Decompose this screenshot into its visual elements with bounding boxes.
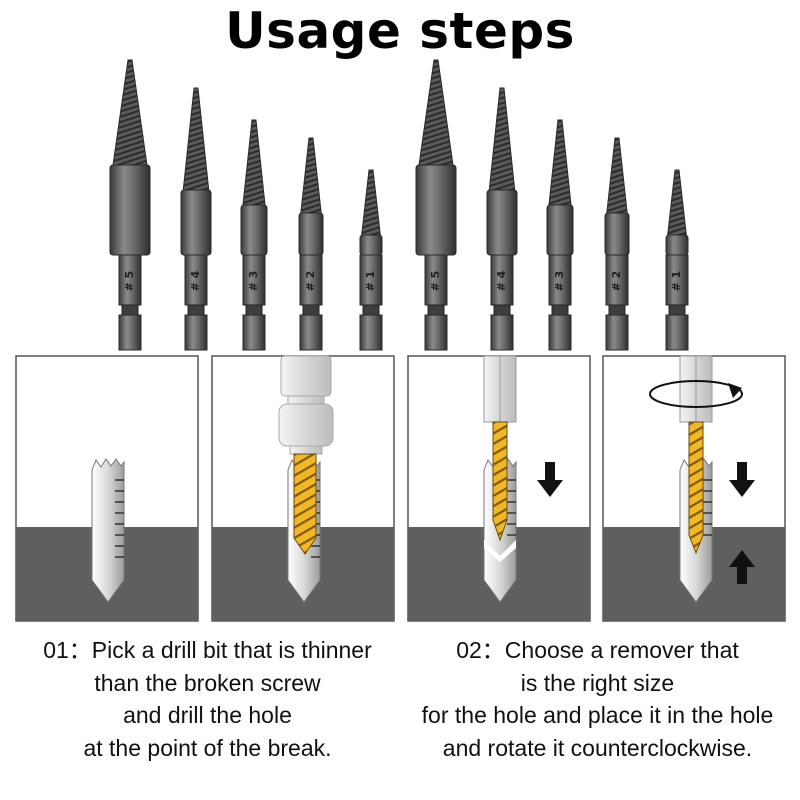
bit-size-label: # 3 [247, 271, 260, 292]
caption-line: 01：Pick a drill bit that is thinner [43, 637, 372, 663]
step-panel-1 [15, 355, 199, 622]
rotate-counterclockwise-icon [649, 380, 743, 408]
extractor-bit-7: # 4 [486, 87, 518, 351]
bit-size-label: # 1 [364, 271, 377, 292]
step-panel-2 [211, 355, 395, 622]
broken-screw [287, 458, 321, 603]
extractor-bit-9: # 2 [604, 137, 630, 351]
bit-size-label: # 4 [189, 270, 202, 291]
caption-line: and drill the hole [123, 702, 292, 728]
caption-line: is the right size [520, 669, 675, 696]
extractor-bit [492, 421, 508, 542]
bit-size-label: # 4 [495, 270, 508, 291]
extractor-bit-2: # 4 [180, 87, 212, 351]
step-2-caption: 02：Choose a remover that is the right si… [395, 634, 800, 764]
extractor-bit-6: # 5 [415, 59, 457, 351]
page-title: Usage steps [225, 2, 575, 60]
bit-size-label: # 5 [123, 271, 136, 292]
bit-size-label: # 2 [610, 271, 623, 292]
extractor-bit-1: # 5 [109, 59, 151, 351]
broken-screw [679, 458, 713, 603]
caption-line: than the broken screw [94, 669, 321, 696]
extractor-bit-5: # 1 [359, 169, 383, 351]
caption-line: and rotate it counterclockwise. [442, 734, 753, 761]
arrow-up-icon [729, 550, 755, 584]
drill-chuck [278, 355, 334, 455]
remover-holder [679, 355, 713, 423]
drill-bit [293, 453, 317, 555]
arrow-down-icon [537, 462, 563, 497]
extractor-bit [688, 421, 704, 555]
bit-size-label: # 3 [553, 271, 566, 292]
extractor-bit-4: # 2 [298, 137, 324, 351]
step-1-caption: 01：Pick a drill bit that is thinner than… [10, 634, 405, 764]
caption-line: for the hole and place it in the hole [421, 702, 774, 728]
step-panel-3 [407, 355, 591, 622]
broken-screw [483, 458, 517, 603]
extractor-bit-3: # 3 [240, 119, 268, 351]
bit-size-label: # 1 [670, 271, 683, 292]
bit-size-label: # 2 [304, 271, 317, 292]
step-panel-4 [602, 355, 786, 622]
remover-holder [483, 355, 517, 423]
extractor-bit-set: # 5 # 4 # 3 # 2 # 1 # 5 # 4 # 3 # 2 # 1 [109, 59, 689, 351]
extractor-bit-8: # 3 [546, 119, 574, 351]
caption-line: at the point of the break. [83, 734, 332, 761]
caption-line: 02：Choose a remover that [456, 637, 739, 663]
arrow-down-icon [729, 462, 755, 497]
broken-screw [91, 458, 125, 603]
bit-size-label: # 5 [429, 271, 442, 292]
extractor-bit-10: # 1 [665, 169, 689, 351]
